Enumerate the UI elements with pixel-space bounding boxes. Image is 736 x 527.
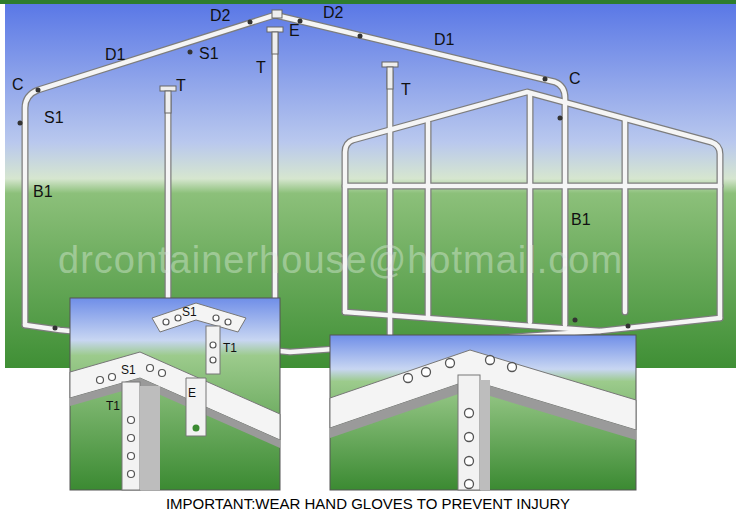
part-label: T — [401, 81, 411, 99]
top-stripe — [0, 0, 736, 4]
joint-bolts-part — [36, 88, 41, 93]
part-label: D2 — [210, 7, 230, 25]
joint-bolts — [18, 19, 631, 331]
joint-bolts-part — [188, 50, 193, 55]
t-plates-part — [382, 62, 398, 67]
detail-inset-assembled-part — [480, 380, 490, 490]
detail-inset-exploded-part-part — [175, 315, 181, 321]
detail-inset-exploded-part-part — [210, 342, 216, 348]
t-plates-part — [387, 67, 393, 89]
detail-inset-assembled-part-part — [465, 433, 474, 442]
joint-bolts-part — [558, 116, 563, 121]
detail-inset-exploded-part-part — [128, 471, 135, 478]
detail-inset-exploded-part-part — [128, 435, 135, 442]
detail-inset-exploded-part-part — [147, 365, 154, 372]
joint-bolts-part — [626, 324, 631, 329]
part-label: E — [289, 22, 300, 40]
detail-inset-exploded-part — [70, 298, 280, 490]
part-label: T — [256, 59, 266, 77]
detail-inset-exploded-part — [122, 382, 140, 490]
part-label: B1 — [33, 183, 53, 201]
detail-inset-exploded — [70, 298, 280, 490]
t-plates-part — [160, 86, 176, 91]
joint-bolts-part — [543, 77, 548, 82]
t-plates-part — [272, 32, 278, 54]
detail-inset-exploded-part-part — [159, 370, 166, 377]
detail-inset-assembled-part — [404, 356, 517, 489]
detail-inset-exploded-part-part — [128, 417, 135, 424]
part-label: S1 — [182, 306, 197, 319]
part-label: S1 — [44, 109, 64, 127]
part-label: B1 — [571, 211, 591, 229]
joint-bolts-part — [53, 326, 58, 331]
part-label: D1 — [434, 31, 454, 49]
joint-bolts-part — [573, 318, 578, 323]
part-label: T1 — [106, 400, 120, 413]
detail-inset-exploded-part-part — [210, 357, 216, 363]
detail-inset-exploded-part — [152, 303, 246, 332]
part-label: T1 — [223, 342, 237, 355]
detail-inset-exploded-part — [97, 315, 232, 478]
detail-inset-exploded-part-part — [225, 319, 231, 325]
detail-inset-exploded-part — [70, 378, 280, 448]
detail-inset-exploded-part-part — [97, 377, 104, 384]
detail-inset-assembled-part-part — [508, 363, 517, 372]
t-plates-part — [267, 27, 283, 32]
detail-inset-exploded-part — [140, 386, 160, 490]
warning-caption: IMPORTANT:WEAR HAND GLOVES TO PREVENT IN… — [0, 495, 736, 512]
part-label: S1 — [199, 45, 219, 63]
detail-inset-exploded-part-part — [109, 374, 116, 381]
t-plates-part — [272, 10, 282, 18]
detail-inset-assembled-part — [458, 375, 480, 490]
part-label: C — [12, 76, 24, 94]
watermark: drcontainerhouse@hotmail.com — [58, 240, 623, 282]
part-label: C — [569, 70, 581, 88]
joint-bolts-part — [18, 121, 23, 126]
detail-inset-assembled-part-part — [404, 374, 413, 383]
detail-inset-assembled-part — [330, 335, 636, 490]
joint-bolts-part — [248, 20, 253, 25]
part-label: D2 — [323, 4, 343, 22]
part-label: E — [188, 387, 196, 400]
detail-inset-exploded-part — [186, 378, 206, 436]
detail-inset-exploded-part-part — [163, 319, 169, 325]
detail-inset-assembled-part-part — [486, 356, 495, 365]
detail-inset-exploded-part-part — [128, 453, 135, 460]
part-label: T — [176, 77, 186, 95]
detail-inset-assembled-part-part — [465, 457, 474, 466]
detail-inset-exploded-part-part — [213, 315, 219, 321]
detail-inset-assembled-part-part — [465, 480, 474, 489]
detail-inset-exploded-part — [206, 326, 220, 374]
joint-bolts-part — [358, 34, 363, 39]
t-plates-part — [165, 91, 171, 113]
detail-inset-assembled-part-part — [465, 409, 474, 418]
part-label: D1 — [105, 46, 125, 64]
t-plates — [160, 10, 398, 113]
part-label: S1 — [121, 364, 136, 377]
detail-inset-exploded-part — [193, 425, 200, 432]
detail-inset-assembled — [330, 335, 636, 490]
detail-inset-assembled-part-part — [446, 359, 455, 368]
detail-inset-assembled-part-part — [422, 368, 431, 377]
